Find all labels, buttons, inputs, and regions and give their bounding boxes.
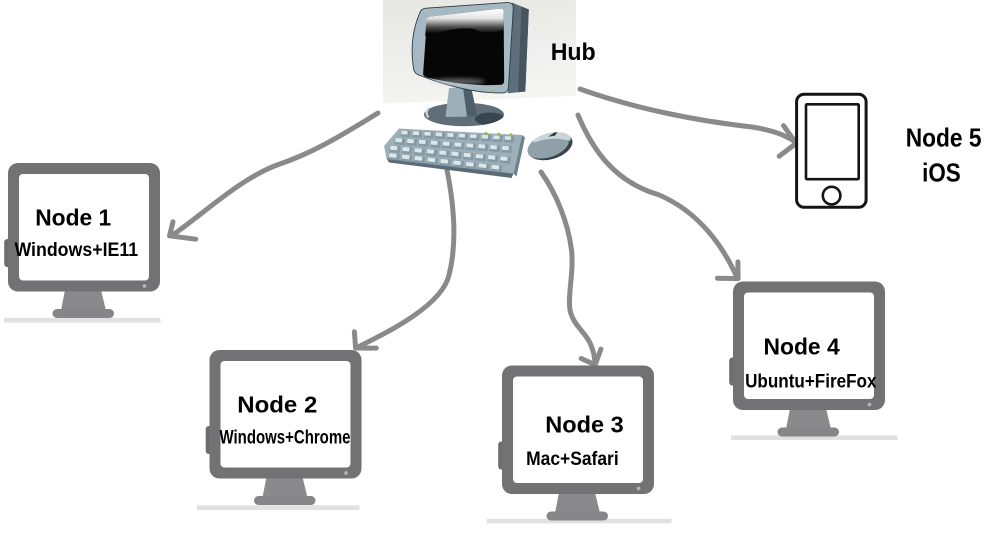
svg-text:Mac+Safari: Mac+Safari bbox=[526, 449, 619, 470]
svg-text:iOS: iOS bbox=[922, 158, 961, 188]
svg-text:Ubuntu+FireFox: Ubuntu+FireFox bbox=[745, 372, 877, 393]
svg-text:Node 5: Node 5 bbox=[906, 122, 982, 152]
svg-text:Windows+Chrome: Windows+Chrome bbox=[220, 428, 351, 449]
svg-text:Node 1: Node 1 bbox=[35, 205, 111, 231]
svg-text:Windows+IE11: Windows+IE11 bbox=[14, 240, 138, 261]
svg-text:Node 4: Node 4 bbox=[764, 333, 840, 359]
svg-text:Node 2: Node 2 bbox=[237, 392, 317, 418]
svg-text:Hub: Hub bbox=[551, 39, 596, 66]
svg-text:Node 3: Node 3 bbox=[545, 412, 624, 438]
